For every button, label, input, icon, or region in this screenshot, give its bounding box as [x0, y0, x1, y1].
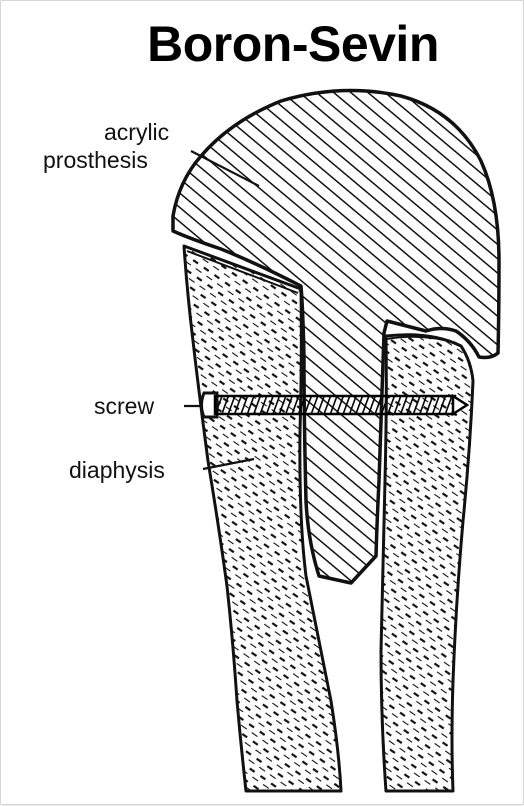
- screw: [202, 393, 468, 417]
- label-screw: screw: [94, 393, 154, 419]
- label-prosthesis: prosthesis: [43, 147, 148, 173]
- screw-shaft: [215, 396, 455, 414]
- label-diaphysis: diaphysis: [69, 457, 165, 483]
- label-acrylic: acrylic: [104, 119, 169, 145]
